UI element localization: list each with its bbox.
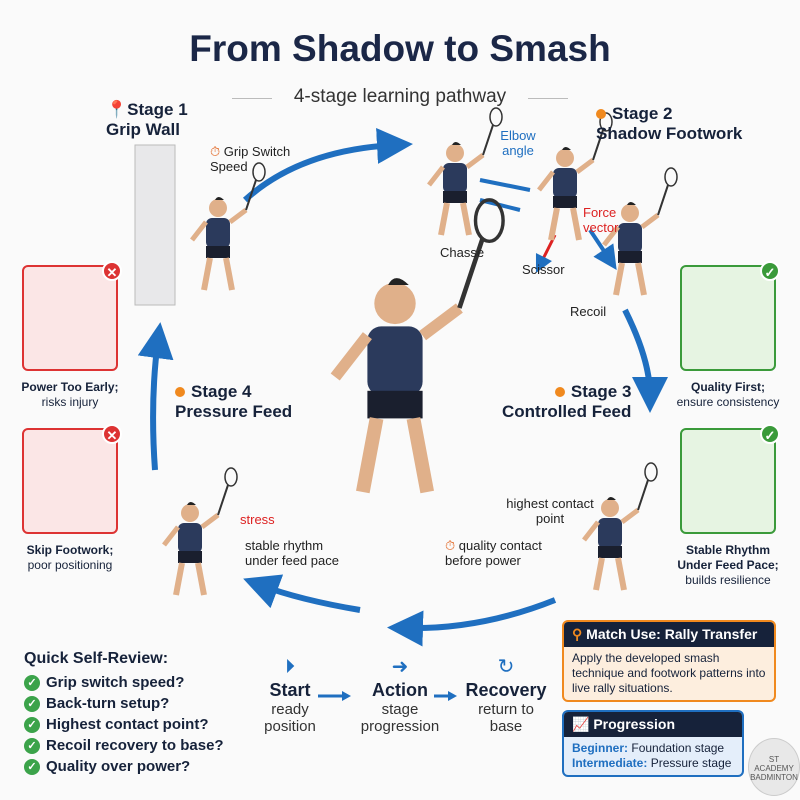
arrow-right-icon: ➜ xyxy=(391,656,409,678)
mistake-card: ✕ xyxy=(22,424,122,534)
x-icon: ✕ xyxy=(102,424,122,444)
check-icon: ✓ xyxy=(24,758,40,775)
scissor-label: Scissor xyxy=(522,262,565,277)
mistake-card: ✕ xyxy=(22,261,122,371)
check-icon: ✓ xyxy=(760,261,780,281)
check-icon: ✓ xyxy=(24,695,40,712)
good-card: ✓ xyxy=(680,424,780,534)
check-icon: ✓ xyxy=(24,737,40,754)
chasse-label: Chasse xyxy=(440,245,485,260)
good-caption: Stable Rhythm Under Feed Pace;builds res… xyxy=(677,543,779,587)
search-icon: ⚲ xyxy=(572,626,583,642)
grip-wall xyxy=(134,144,176,306)
self-review-title: Quick Self-Review: xyxy=(24,650,169,667)
arrow-stage4-path xyxy=(243,574,361,613)
central-player-figure xyxy=(335,200,503,492)
rotate-icon: ↻ xyxy=(497,656,515,678)
rhythm-label: stable rhythm under feed pace xyxy=(245,538,339,568)
player-figure xyxy=(192,163,265,290)
stage-dot-icon xyxy=(554,387,565,397)
location-pin-icon: 📍 xyxy=(106,100,128,119)
quality-contact-label: ⏱ quality contact before power xyxy=(445,538,542,568)
stage-dot-icon xyxy=(175,387,185,397)
subtitle: 4-stage learning pathway xyxy=(293,86,507,107)
check-icon: ✓ xyxy=(760,424,780,444)
match-use-panel: ⚲ Match Use: Rally Transfer Apply the de… xyxy=(562,620,776,702)
arrow-stage1-to-2 xyxy=(242,127,413,203)
stage-1-note: ⏱ Grip Switch Speed xyxy=(210,144,291,174)
arrow-stage2-to-3 xyxy=(622,308,668,413)
review-item: ✓Quality over power? xyxy=(24,756,224,777)
check-icon: ✓ xyxy=(24,674,40,691)
player-figure xyxy=(584,463,657,590)
contact-point-label: highest contact point xyxy=(506,496,594,526)
arrow-right-icon xyxy=(434,691,457,701)
divider xyxy=(528,98,568,99)
arrow-stage3-to-4 xyxy=(387,597,557,647)
player-figure xyxy=(164,468,237,595)
x-icon: ✕ xyxy=(102,261,122,281)
stage-dot-icon xyxy=(596,109,606,119)
stopwatch-icon: ⏱ xyxy=(445,538,456,553)
player-figure xyxy=(429,108,502,235)
page-title: From Shadow to Smash xyxy=(189,28,611,69)
mistake-caption: Skip Footwork;poor positioning xyxy=(26,543,114,572)
divider xyxy=(232,98,272,99)
stress-label: stress xyxy=(240,512,275,527)
force-vector-label: Force vector xyxy=(583,205,619,235)
self-review-list: Quick Self-Review: ✓Grip switch speed? ✓… xyxy=(24,650,224,777)
progression-panel: 📈 Progression Beginner: Foundation stage… xyxy=(562,710,744,777)
check-icon: ✓ xyxy=(24,716,40,733)
elbow-angle-label: Elbow angle xyxy=(500,128,536,158)
review-item: ✓Highest contact point? xyxy=(24,714,224,735)
arrow-right-icon xyxy=(318,691,351,701)
review-item: ✓Recoil recovery to base? xyxy=(24,735,224,756)
mistake-caption: Power Too Early;risks injury xyxy=(21,380,119,409)
recoil-label: Recoil xyxy=(570,304,607,319)
play-icon: ⏵ xyxy=(285,656,295,678)
chart-icon: 📈 xyxy=(572,716,590,732)
good-card: ✓ xyxy=(680,261,780,371)
academy-logo: ST ACADEMY BADMINTON xyxy=(748,738,800,796)
arrow-stage4-to-1 xyxy=(137,322,174,471)
review-item: ✓Grip switch speed? xyxy=(24,672,224,693)
review-item: ✓Back-turn setup? xyxy=(24,693,224,714)
good-caption: Quality First;ensure consistency xyxy=(676,380,780,409)
stopwatch-icon: ⏱ xyxy=(210,144,221,159)
